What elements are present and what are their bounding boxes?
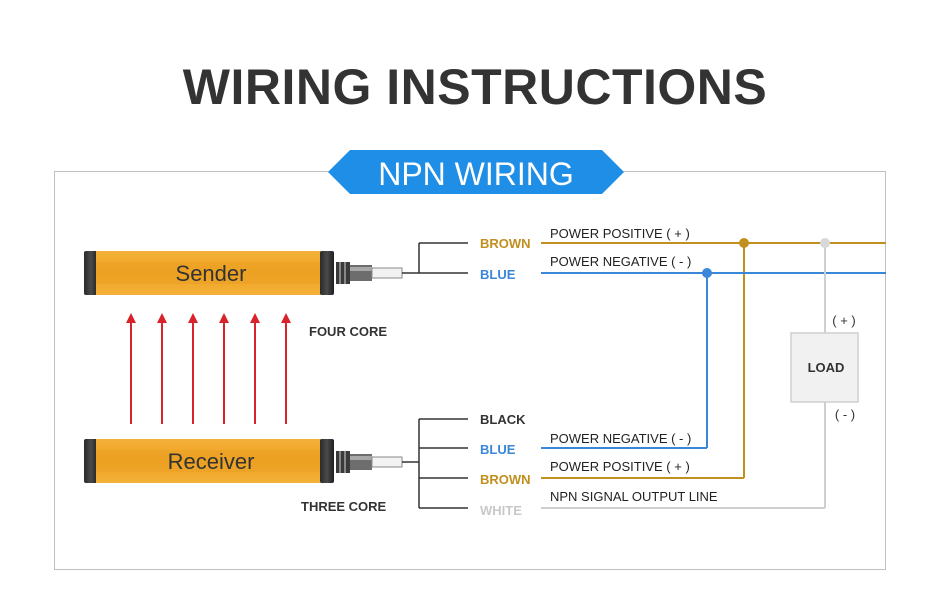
three-core-label: THREE CORE — [301, 499, 387, 514]
receiver-wire-fanout — [402, 418, 468, 509]
npn-wiring-badge: NPN WIRING — [328, 150, 624, 194]
load-plus-label: ( + ) — [832, 313, 855, 328]
receiver-blue-desc: POWER NEGATIVE ( - ) — [550, 431, 691, 446]
sender-wire-fanout — [402, 242, 468, 274]
load-label: LOAD — [808, 360, 845, 375]
sender-wire-brown-label: BROWN — [480, 236, 531, 251]
receiver-wire-white-label: WHITE — [480, 503, 522, 518]
receiver-wire-black-label: BLACK — [480, 412, 526, 427]
load-minus-label: ( - ) — [835, 407, 855, 422]
sender-connector — [336, 262, 403, 284]
receiver-wire-blue-label: BLUE — [480, 442, 516, 457]
four-core-label: FOUR CORE — [309, 324, 387, 339]
sender-sensor: Sender — [84, 251, 334, 295]
blue-junction-dot — [702, 268, 712, 278]
power-negative-wire — [541, 272, 886, 449]
badge-label: NPN WIRING — [378, 156, 574, 192]
receiver-label: Receiver — [168, 449, 255, 474]
receiver-connector — [336, 451, 403, 473]
sender-label: Sender — [176, 261, 247, 286]
load-junction-dot — [820, 238, 830, 248]
sender-brown-desc: POWER POSITIVE ( + ) — [550, 226, 690, 241]
receiver-white-desc: NPN SIGNAL OUTPUT LINE — [550, 489, 718, 504]
light-beam-arrows — [126, 313, 291, 424]
sender-blue-desc: POWER NEGATIVE ( - ) — [550, 254, 691, 269]
npn-signal-wire — [541, 243, 826, 509]
receiver-wire-brown-label: BROWN — [480, 472, 531, 487]
receiver-sensor: Receiver — [84, 439, 334, 483]
brown-junction-dot — [739, 238, 749, 248]
page-title: WIRING INSTRUCTIONS — [182, 59, 768, 115]
receiver-brown-desc: POWER POSITIVE ( + ) — [550, 459, 690, 474]
load-box: LOAD — [790, 332, 859, 403]
sender-wire-blue-label: BLUE — [480, 267, 516, 282]
